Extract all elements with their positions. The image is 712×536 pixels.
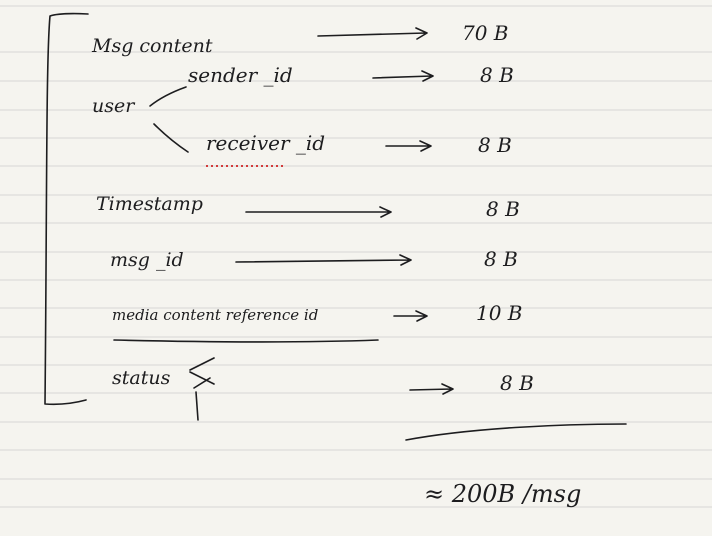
branch-line-receiver bbox=[153, 123, 189, 153]
arrow-receiver-id bbox=[385, 140, 432, 152]
label-msg-id: msg _id bbox=[110, 249, 184, 271]
branch-line-sender bbox=[149, 86, 187, 107]
label-receiver-id: receiver _id bbox=[206, 131, 325, 155]
label-sender-id: sender _id bbox=[188, 63, 293, 87]
left-bracket bbox=[44, 12, 89, 406]
sum-line bbox=[405, 423, 627, 441]
label-msg-content: Msg content bbox=[91, 35, 213, 57]
size-media-ref: 10 B bbox=[476, 301, 523, 325]
arrow-msg-content bbox=[317, 27, 428, 40]
size-receiver-id: 8 B bbox=[478, 133, 512, 157]
ruled-lines bbox=[0, 5, 712, 508]
arrow-msg-id bbox=[235, 254, 412, 266]
arrow-status bbox=[409, 383, 454, 395]
size-status: 8 B bbox=[500, 371, 534, 395]
label-status: status bbox=[112, 367, 171, 389]
arrow-timestamp bbox=[245, 206, 392, 218]
size-timestamp: 8 B bbox=[486, 197, 520, 221]
label-media-ref: media content reference id bbox=[112, 306, 318, 324]
status-strokes bbox=[189, 357, 215, 421]
media-ref-underline bbox=[113, 339, 379, 343]
arrow-media-ref bbox=[393, 310, 428, 322]
size-msg-id: 8 B bbox=[484, 247, 518, 271]
arrow-sender-id bbox=[372, 70, 434, 82]
size-msg-content: 70 B bbox=[462, 21, 509, 45]
label-user: user bbox=[92, 95, 136, 117]
label-timestamp: Timestamp bbox=[96, 193, 203, 215]
size-sender-id: 8 B bbox=[480, 63, 514, 87]
total-per-message: ≈ 200B /msg bbox=[424, 480, 581, 508]
